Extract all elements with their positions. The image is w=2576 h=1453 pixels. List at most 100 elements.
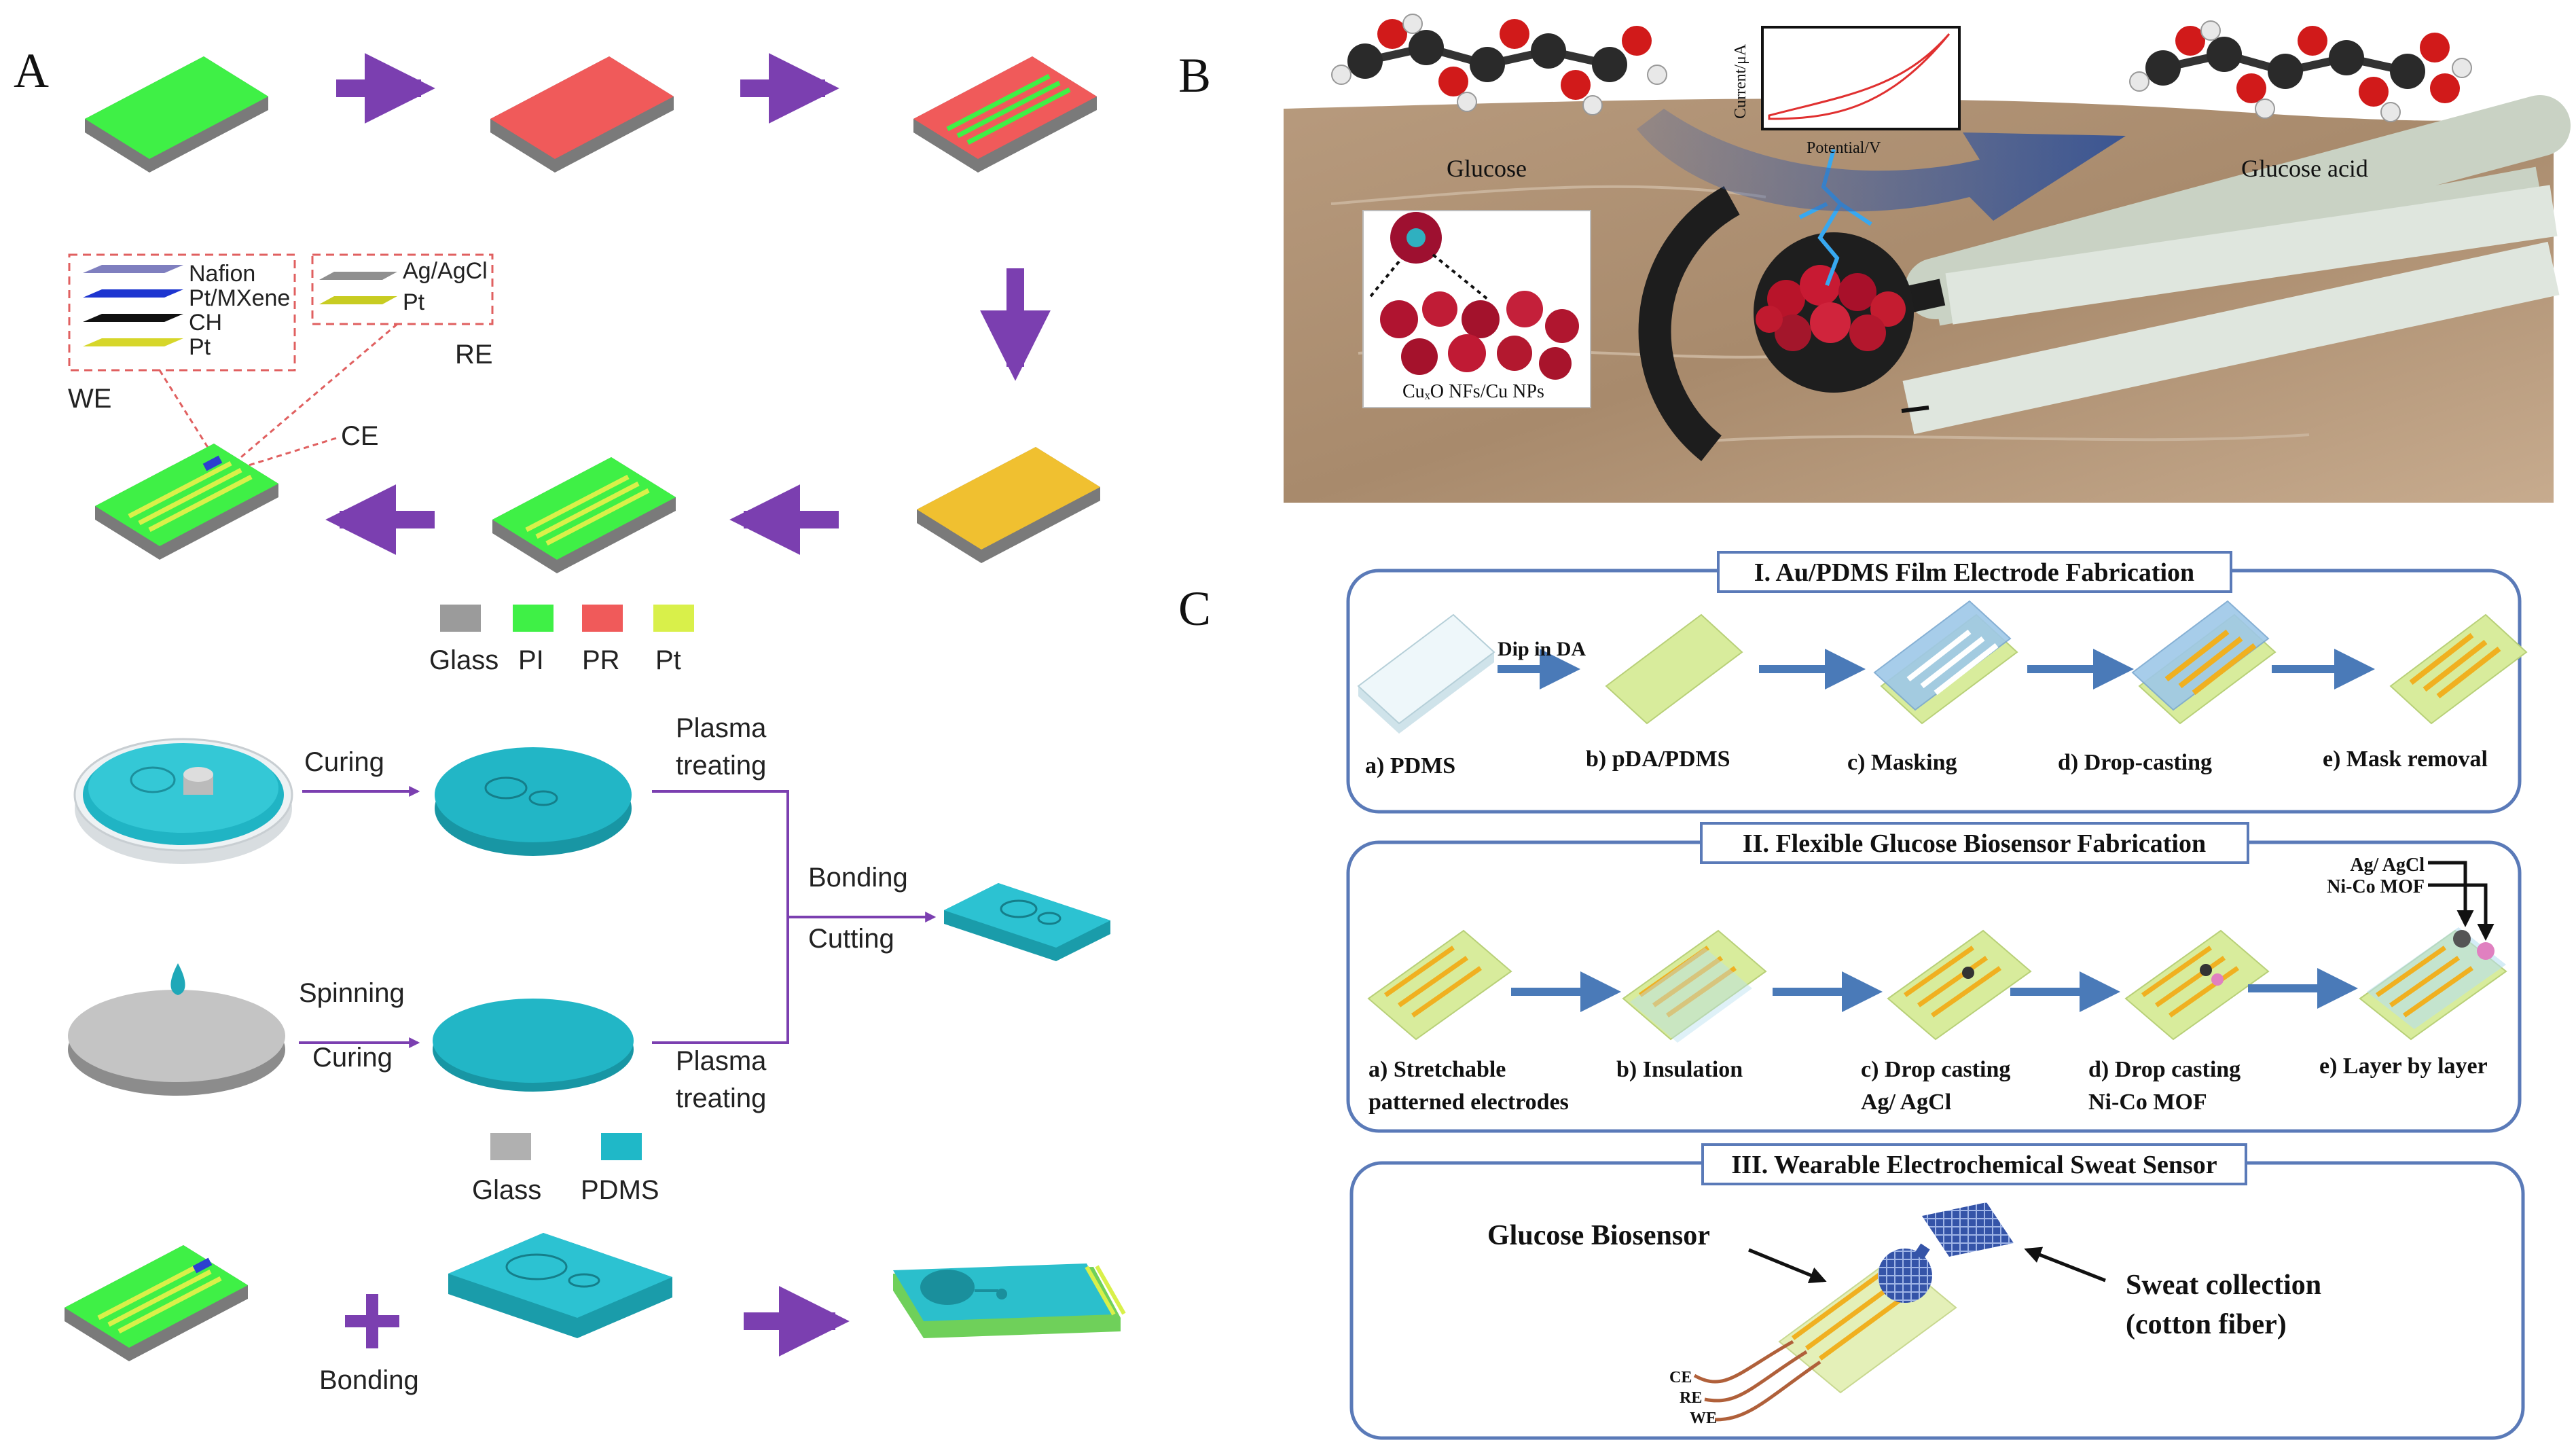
sweat-collection-label-2: (cotton fiber) xyxy=(2126,1309,2287,1340)
curing-label: Curing xyxy=(304,747,384,777)
section-2-title-box xyxy=(1700,822,2249,864)
leader-re xyxy=(227,323,398,470)
legend2-pdms-swatch xyxy=(601,1133,642,1160)
lead-we: WE xyxy=(1690,1410,1717,1427)
substrate-pr xyxy=(490,56,674,173)
cv-ylabel: Current/μA xyxy=(1732,43,1749,119)
agcl-pointer-label: Ag/ AgCl xyxy=(2350,855,2425,876)
step-2c-line2: Ag/ AgCl xyxy=(1861,1090,1951,1115)
panel-label-c: C xyxy=(1178,581,1211,636)
step-2d-line1: d) Drop casting xyxy=(2088,1057,2241,1082)
device-final-electrodes xyxy=(95,444,278,560)
pointer-nico xyxy=(2428,883,2495,941)
nanoflower-inset xyxy=(1362,210,1591,408)
pda-slide xyxy=(1605,613,1743,725)
we-label: WE xyxy=(68,384,111,414)
step-2c-line1: c) Drop casting xyxy=(1861,1057,2010,1082)
re-stack-label-agagcl: Ag/AgCl xyxy=(403,258,488,284)
bracket-bonding xyxy=(652,790,934,1044)
mold-dish xyxy=(73,738,293,864)
panel-label-a: A xyxy=(14,43,49,98)
plus-sign xyxy=(345,1294,399,1348)
we-stack-label-nafion: Nafion xyxy=(189,261,255,287)
substrate-pi xyxy=(85,56,268,173)
nanoparticles xyxy=(1756,265,1906,351)
panel-label-b: B xyxy=(1178,48,1211,103)
spinning-label: Spinning xyxy=(299,978,405,1008)
spin-wafer xyxy=(68,963,285,1096)
ce-label: CE xyxy=(341,421,379,451)
mask-removed-slide xyxy=(2389,613,2528,725)
step-2e: e) Layer by layer xyxy=(2319,1054,2488,1079)
legend-materials xyxy=(440,605,694,632)
leader-we xyxy=(158,370,212,452)
lead-re: RE xyxy=(1680,1389,1702,1407)
insulated-electrodes xyxy=(1622,929,1767,1043)
legend2-glass: Glass xyxy=(472,1175,541,1205)
legend-pt: Pt xyxy=(655,645,681,675)
legend-glass: Glass xyxy=(429,645,498,675)
re-stack xyxy=(319,272,397,304)
cotton-fiber-pad xyxy=(1878,1249,1932,1303)
leader-ce xyxy=(237,437,337,470)
bonding-label-2: Bonding xyxy=(319,1365,419,1395)
step-1c: c) Masking xyxy=(1847,750,1957,775)
plasma-label-2b: treating xyxy=(676,1083,766,1113)
wearable-sensor-patch xyxy=(1693,1202,2014,1422)
reaction-sweep-arrow xyxy=(1637,109,2126,221)
substrate-patterned xyxy=(913,56,1097,173)
re-stack-box xyxy=(311,253,494,325)
legend-pr: PR xyxy=(582,645,620,675)
legend-pi: PI xyxy=(518,645,544,675)
pdms-chip xyxy=(944,883,1110,961)
counter-electrode-arc xyxy=(1638,186,1740,461)
bottom-electrode-chip xyxy=(65,1245,248,1361)
re-stack-label-pt: Pt xyxy=(403,289,425,315)
we-stack-box xyxy=(68,253,296,372)
we-stack-label-pt: Pt xyxy=(189,334,211,360)
pointer-agcl xyxy=(2428,861,2474,927)
layered-sensor xyxy=(2359,927,2507,1041)
assembled-device xyxy=(893,1263,1126,1338)
glucose-acid-molecule xyxy=(2129,20,2472,122)
step-1e: e) Mask removal xyxy=(2323,747,2488,772)
plasma-label-1b: treating xyxy=(676,751,766,781)
device-pt-coated xyxy=(917,447,1100,563)
stretchable-electrodes xyxy=(1367,929,1512,1041)
mof-electrodes xyxy=(2124,929,2270,1041)
section-3-title: III. Wearable Electrochemical Sweat Sens… xyxy=(1731,1151,2217,1179)
step-2a-line1: a) Stretchable xyxy=(1368,1057,1506,1082)
re-label: RE xyxy=(455,340,493,370)
pointer-biosensor xyxy=(1748,1248,1827,1283)
nanoflower-caption: CuₓO NFs/Cu NPs xyxy=(1402,381,1544,402)
step-2a-line2: patterned electrodes xyxy=(1368,1090,1569,1115)
pdms-slide xyxy=(1357,613,1495,734)
sweat-collection-label-1: Sweat collection xyxy=(2126,1270,2321,1301)
pdms-cured-piece xyxy=(435,747,632,856)
cotton-collector xyxy=(1922,1202,2014,1257)
plasma-label-1a: Plasma xyxy=(676,713,767,743)
section-1-title: I. Au/PDMS Film Electrode Fabrication xyxy=(1754,558,2194,587)
pdms-thin-film xyxy=(433,999,634,1092)
step-1d: d) Drop-casting xyxy=(2058,750,2212,775)
section-2-title: II. Flexible Glucose Biosensor Fabricati… xyxy=(1743,829,2206,858)
step-1a: a) PDMS xyxy=(1365,753,1455,778)
pointer-sweat xyxy=(2024,1246,2106,1282)
electrode-traces xyxy=(1901,95,2571,435)
legend2-glass-swatch xyxy=(490,1133,531,1160)
glucose-acid-label: Glucose acid xyxy=(2241,155,2368,182)
glucose-biosensor-label: Glucose Biosensor xyxy=(1487,1220,1710,1251)
dropcast-slide xyxy=(2131,600,2276,725)
bottom-pdms-chip xyxy=(448,1233,672,1338)
dip-label: Dip in DA xyxy=(1498,638,1586,660)
cutting-label: Cutting xyxy=(808,924,894,954)
nico-pointer-label: Ni-Co MOF xyxy=(2327,876,2425,897)
legend2-pdms: PDMS xyxy=(581,1175,659,1205)
we-stack xyxy=(83,265,183,346)
step-1b: b) pDA/PDMS xyxy=(1586,747,1730,772)
curing-label-2: Curing xyxy=(312,1043,393,1073)
glucose-label: Glucose xyxy=(1447,155,1527,182)
device-pt-patterned xyxy=(492,457,676,573)
section-1-title-box xyxy=(1717,551,2232,593)
